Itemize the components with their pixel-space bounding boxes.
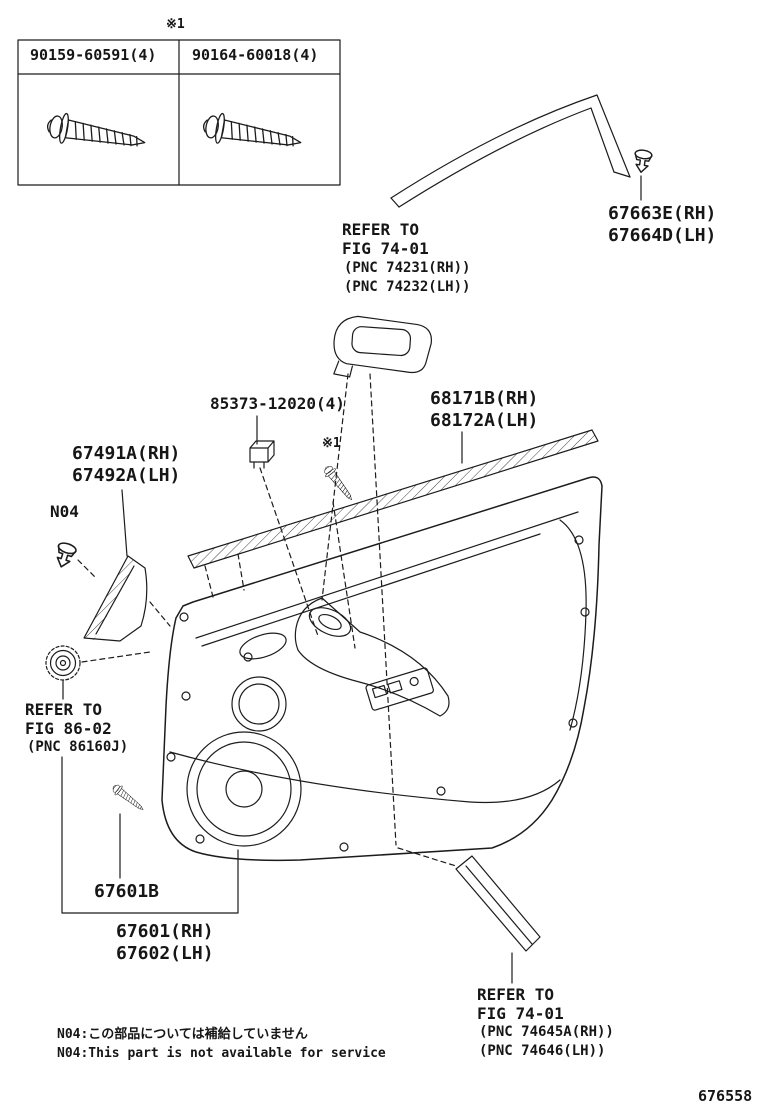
door-board-drawing xyxy=(161,476,603,862)
part-number-85373: 85373-12020(4) xyxy=(210,394,345,413)
part-number-90159: 90159-60591(4) xyxy=(30,46,157,64)
board-screw-drawing xyxy=(109,781,147,879)
lower-frame-drawing xyxy=(455,855,541,984)
armrest-fig-text: FIG 74-01 xyxy=(342,239,429,258)
part-number-68172a: 68172A(LH) xyxy=(430,410,539,431)
corner-cover-drawing xyxy=(83,489,148,642)
part-number-67602: 67602(LH) xyxy=(116,943,214,964)
part-number-90164: 90164-60018(4) xyxy=(192,46,319,64)
figure-number: 676558 xyxy=(698,1087,753,1105)
screw-90159-drawing xyxy=(44,110,148,159)
footnote-japanese: N04:この部品については補給していません xyxy=(57,1027,308,1042)
footnote-english: N04:This part is not available for servi… xyxy=(57,1046,386,1061)
lower-pnc-rh: (PNC 74645A(RH)) xyxy=(479,1024,614,1040)
part-number-67664d: 67664D(LH) xyxy=(608,225,717,246)
belt-molding-drawing xyxy=(187,429,599,569)
grommet-drawing xyxy=(45,645,81,700)
door-board-bracket xyxy=(61,756,239,914)
lower-fig-text: FIG 74-01 xyxy=(477,1004,564,1023)
part-number-67601: 67601(RH) xyxy=(116,921,214,942)
part-number-67491a: 67491A(RH) xyxy=(72,443,181,464)
trim-clip-drawing xyxy=(249,415,357,504)
part-number-68171b: 68171B(RH) xyxy=(430,388,539,409)
fastener-table-box xyxy=(17,39,341,186)
armrest-pnc-rh: (PNC 74231(RH)) xyxy=(344,260,471,276)
n04-label: N04 xyxy=(50,502,79,521)
small-screw-drawing xyxy=(321,463,357,504)
armrest-pnc-lh: (PNC 74232(LH)) xyxy=(344,279,471,295)
part-number-67601b: 67601B xyxy=(94,881,160,902)
grommet-refer-text: REFER TO xyxy=(25,700,103,719)
lower-pnc-lh: (PNC 74646(LH)) xyxy=(479,1043,606,1059)
clip-note-mark: ※1 xyxy=(322,436,341,451)
screw-90164-drawing xyxy=(200,110,304,159)
armrest-refer-text: REFER TO xyxy=(342,220,420,239)
part-number-67492a: 67492A(LH) xyxy=(72,465,181,486)
lower-refer-text: REFER TO xyxy=(477,985,555,1004)
assembly-dashed-lines xyxy=(77,373,457,867)
frame-clip-drawing xyxy=(631,148,654,175)
window-frame-drawing xyxy=(390,94,654,208)
part-number-67663e: 67663E(RH) xyxy=(608,203,717,224)
armrest-drawing xyxy=(333,315,433,378)
table-note-mark: ※1 xyxy=(166,17,185,32)
grommet-pnc: (PNC 86160J) xyxy=(27,739,129,755)
n04-clip-drawing xyxy=(51,540,79,571)
grommet-fig-text: FIG 86-02 xyxy=(25,719,112,738)
